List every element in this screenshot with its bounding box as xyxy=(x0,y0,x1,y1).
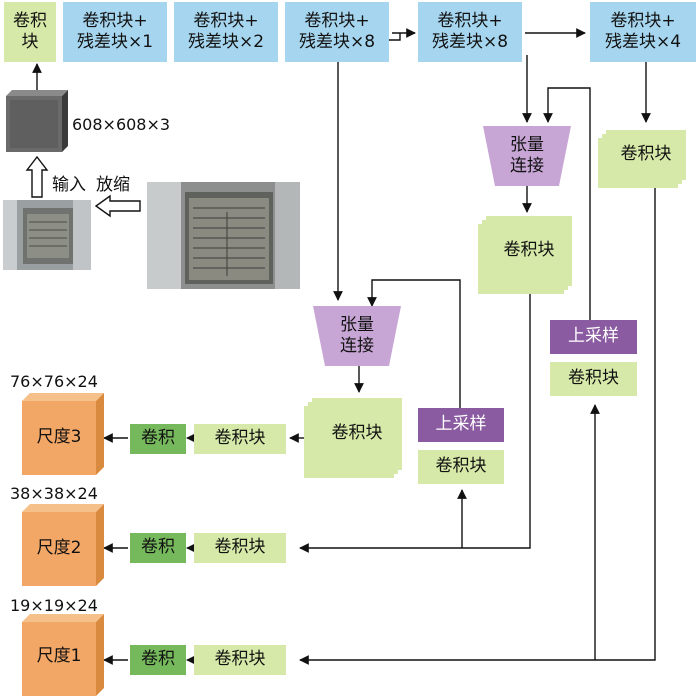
head-conv-3: 卷积 xyxy=(130,424,186,454)
input-label: 输入 xyxy=(52,175,86,195)
head-size-label-1: 19×19×24 xyxy=(10,596,98,615)
resize-arrow xyxy=(94,194,141,218)
backbone-stage-1: 卷积块+ 残差块×1 xyxy=(63,2,167,62)
concat-shape-top xyxy=(483,126,571,186)
upsample-right: 上采样 xyxy=(550,320,637,354)
input-size-label: 608×608×3 xyxy=(72,115,171,134)
concat-top: 张量 连接 xyxy=(510,134,544,176)
head-conv-block-1: 卷积块 xyxy=(194,645,286,675)
resized-photo xyxy=(3,200,91,270)
concat-shape-mid xyxy=(313,306,401,366)
backbone-stage-5: 卷积块+ 残差块×4 xyxy=(590,2,696,62)
scale-cube-2 xyxy=(22,504,104,586)
conv-block-mid: 卷积块 xyxy=(312,398,402,470)
backbone-first-conv-block: 卷积 块 xyxy=(4,2,56,62)
scale-cube-1 xyxy=(22,614,104,696)
head-conv-1: 卷积 xyxy=(130,645,186,675)
original-photo xyxy=(147,182,300,289)
conv-after-upsample-mid: 卷积块 xyxy=(418,450,504,484)
concat-mid: 张量 连接 xyxy=(340,314,374,356)
upsample-mid: 上采样 xyxy=(418,408,504,442)
input-arrow xyxy=(25,155,49,198)
backbone-stage-3: 卷积块+ 残差块×8 xyxy=(285,2,389,62)
backbone-stage-2: 卷积块+ 残差块×2 xyxy=(174,2,278,62)
conv-block-top: 卷积块 xyxy=(486,216,572,286)
conv-after-upsample-right: 卷积块 xyxy=(550,362,637,396)
head-conv-block-3: 卷积块 xyxy=(194,424,286,454)
conv-block-right: 卷积块 xyxy=(606,130,686,180)
scale-label-1: 尺度1 xyxy=(36,646,82,667)
scale-label-2: 尺度2 xyxy=(36,538,82,559)
head-conv-2: 卷积 xyxy=(130,533,186,563)
head-conv-block-2: 卷积块 xyxy=(194,533,286,563)
head-size-label-3: 76×76×24 xyxy=(10,372,98,391)
scale-label-3: 尺度3 xyxy=(36,427,82,448)
head-size-label-2: 38×38×24 xyxy=(10,484,98,503)
resize-label: 放缩 xyxy=(96,175,130,195)
scale-cube-3 xyxy=(22,393,104,475)
backbone-stage-4: 卷积块+ 残差块×8 xyxy=(418,2,522,62)
input-tensor-cube xyxy=(6,90,68,152)
